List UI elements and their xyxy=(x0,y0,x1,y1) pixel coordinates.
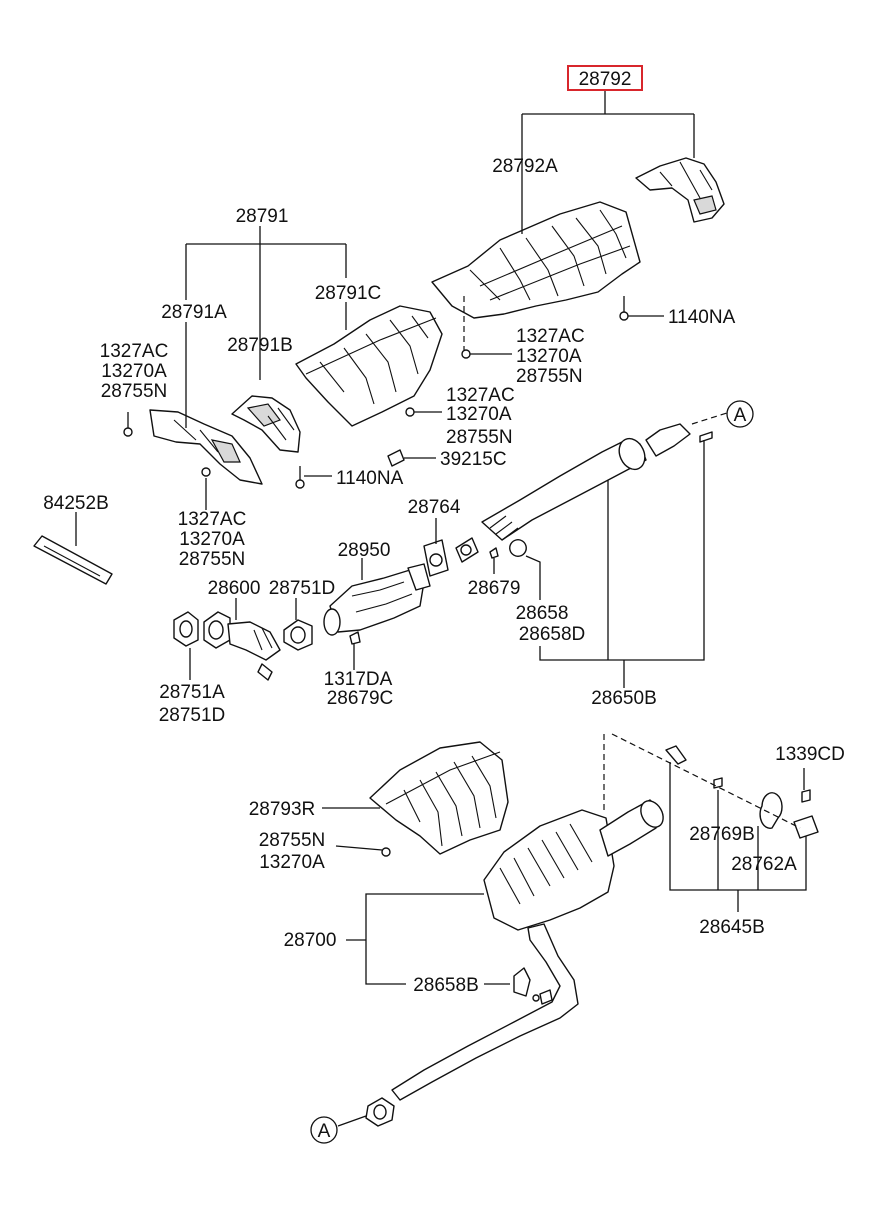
label-13270A-a: 13270A xyxy=(516,346,582,367)
label-1327AC-c: 1327AC xyxy=(446,385,515,406)
label-13270A-e: 13270A xyxy=(259,852,325,873)
reference-marker-a-top: A xyxy=(726,400,754,428)
label-28792A: 28792A xyxy=(492,156,558,177)
label-1339CD: 1339CD xyxy=(775,744,845,765)
reference-marker-a-bottom: A xyxy=(310,1116,338,1144)
part-28751A-gasket xyxy=(173,611,199,647)
label-28755N-c: 28755N xyxy=(446,427,513,448)
label-28658: 28658 xyxy=(516,603,569,624)
leader-lines xyxy=(75,90,807,1127)
label-39215C: 39215C xyxy=(440,449,507,470)
label-13270A-b: 13270A xyxy=(101,361,167,382)
label-28658D: 28658D xyxy=(519,624,586,645)
part-labels: 28792 28792A 1140NA 1327AC 13270A 28755N… xyxy=(43,69,845,996)
label-28791A: 28791A xyxy=(161,302,227,323)
label-1327AC-d: 1327AC xyxy=(178,509,247,530)
label-1317DA: 1317DA xyxy=(324,669,393,690)
label-28764: 28764 xyxy=(408,497,461,518)
part-28791C-heat-protector xyxy=(295,305,443,427)
label-1327AC-a: 1327AC xyxy=(516,326,585,347)
highlight-box-28792 xyxy=(567,65,643,91)
label-84252B: 84252B xyxy=(43,493,109,514)
label-28791B: 28791B xyxy=(227,335,293,356)
label-28658B: 28658B xyxy=(413,975,479,996)
fasteners xyxy=(123,296,629,1002)
label-28792: 28792 xyxy=(579,69,632,90)
part-28791B-heat-protector xyxy=(231,395,301,453)
part-84252B-strap xyxy=(33,535,113,585)
label-13270A-d: 13270A xyxy=(179,529,245,550)
label-28950: 28950 xyxy=(338,540,391,561)
part-28600-front-pipe xyxy=(203,611,281,681)
label-28769B: 28769B xyxy=(689,824,755,845)
label-28791: 28791 xyxy=(236,206,289,227)
part-28792-small-shield xyxy=(635,157,725,223)
part-28791A-heat-protector xyxy=(149,409,263,485)
label-28751D-bot: 28751D xyxy=(159,705,226,726)
label-1140NA-mid: 1140NA xyxy=(336,468,404,489)
ref-label-a-bottom: A xyxy=(318,1121,331,1142)
label-28751D-top: 28751D xyxy=(269,578,336,599)
label-1327AC-b: 1327AC xyxy=(100,341,169,362)
label-28679: 28679 xyxy=(468,578,521,599)
label-28650B: 28650B xyxy=(591,688,657,709)
label-28791C: 28791C xyxy=(315,283,382,304)
part-28792A-heat-protector xyxy=(431,201,641,319)
label-28755N-d: 28755N xyxy=(179,549,246,570)
label-28762A: 28762A xyxy=(731,854,797,875)
label-28755N-a: 28755N xyxy=(516,366,583,387)
part-28751D-gasket xyxy=(283,619,313,651)
part-28645B-hanger-group xyxy=(665,745,819,839)
label-28600: 28600 xyxy=(208,578,261,599)
label-28700: 28700 xyxy=(284,930,337,951)
label-28751A: 28751A xyxy=(159,682,225,703)
label-1140NA-top: 1140NA xyxy=(668,307,736,328)
label-28645B: 28645B xyxy=(699,917,765,938)
part-28650B-center-pipe xyxy=(455,423,713,563)
part-28700-muffler xyxy=(365,799,664,1127)
part-28793R-heat-protector xyxy=(369,741,509,855)
label-28755N-b: 28755N xyxy=(101,381,168,402)
label-28755N-e: 28755N xyxy=(259,830,326,851)
label-13270A-c: 13270A xyxy=(446,404,512,425)
ref-label-a-top: A xyxy=(734,405,747,426)
label-28679C: 28679C xyxy=(327,688,394,709)
part-28950-catalytic-converter xyxy=(323,539,449,645)
label-28793R: 28793R xyxy=(249,799,316,820)
